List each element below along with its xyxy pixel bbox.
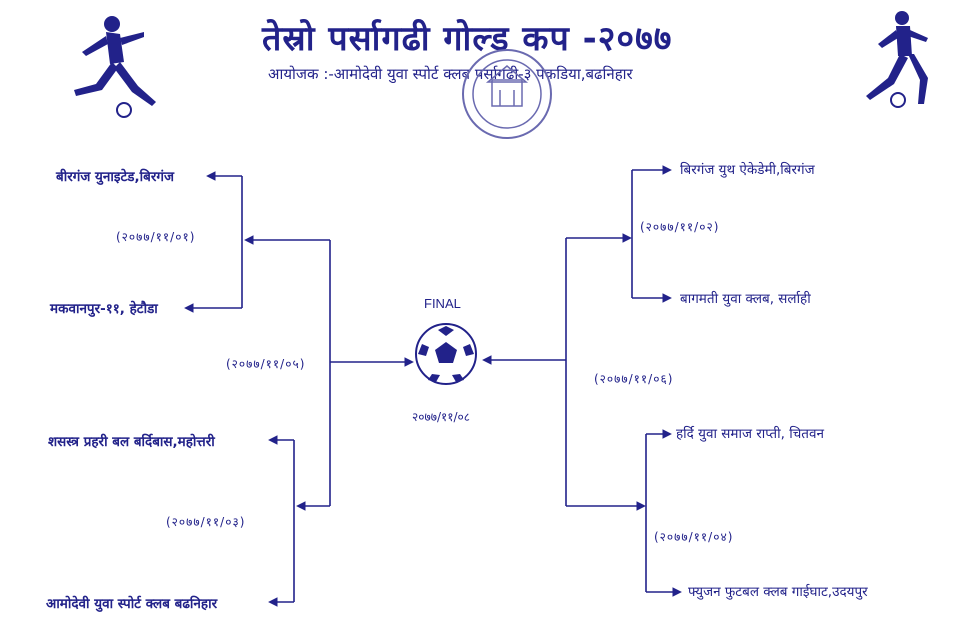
football-icon [415,323,477,385]
page-title: तेस्रो पर्सागढी गोल्ड कप -२०७७ [262,19,673,59]
right-team-3: हर्दि युवा समाज राप्ती, चितवन [676,426,824,442]
left-match1-date: (२०७७/११/०१) [116,230,196,244]
left-team-2: मकवानपुर-११, हेटौडा [50,301,158,317]
club-seal-icon [462,49,552,139]
left-team-3: शसस्त्र प्रहरी बल बर्दिबास,महोत्तरी [48,434,215,450]
left-match2-date: (२०७७/११/०३) [166,515,246,529]
right-team-2: बागमती युवा क्लब, सर्लाही [680,291,811,307]
left-team-1: बीरगंज युनाइटेड,बिरगंज [56,169,174,185]
football-player-right-icon [866,11,928,108]
left-semifinal-date: (२०७७/११/०५) [226,357,306,371]
right-semifinal-date: (२०७७/११/०६) [594,372,674,386]
right-team-4: फ्युजन फुटबल क्लब गाईघाट,उदयपुर [688,584,868,600]
final-date: २०७७/११/०८ [412,410,471,424]
organizer-subtitle: आयोजक :-आमोदेवी युवा स्पोर्ट क्लब पर्साग… [268,65,633,83]
football-player-left-icon [74,16,156,118]
right-match1-date: (२०७७/११/०२) [640,220,720,234]
right-team-1: बिरगंज युथ ऐकेडेमी,बिरगंज [680,162,815,178]
final-label: FINAL [424,296,461,311]
right-match2-date: (२०७७/११/०४) [654,530,734,544]
left-team-4: आमोदेवी युवा स्पोर्ट क्लब बढनिहार [46,596,218,612]
